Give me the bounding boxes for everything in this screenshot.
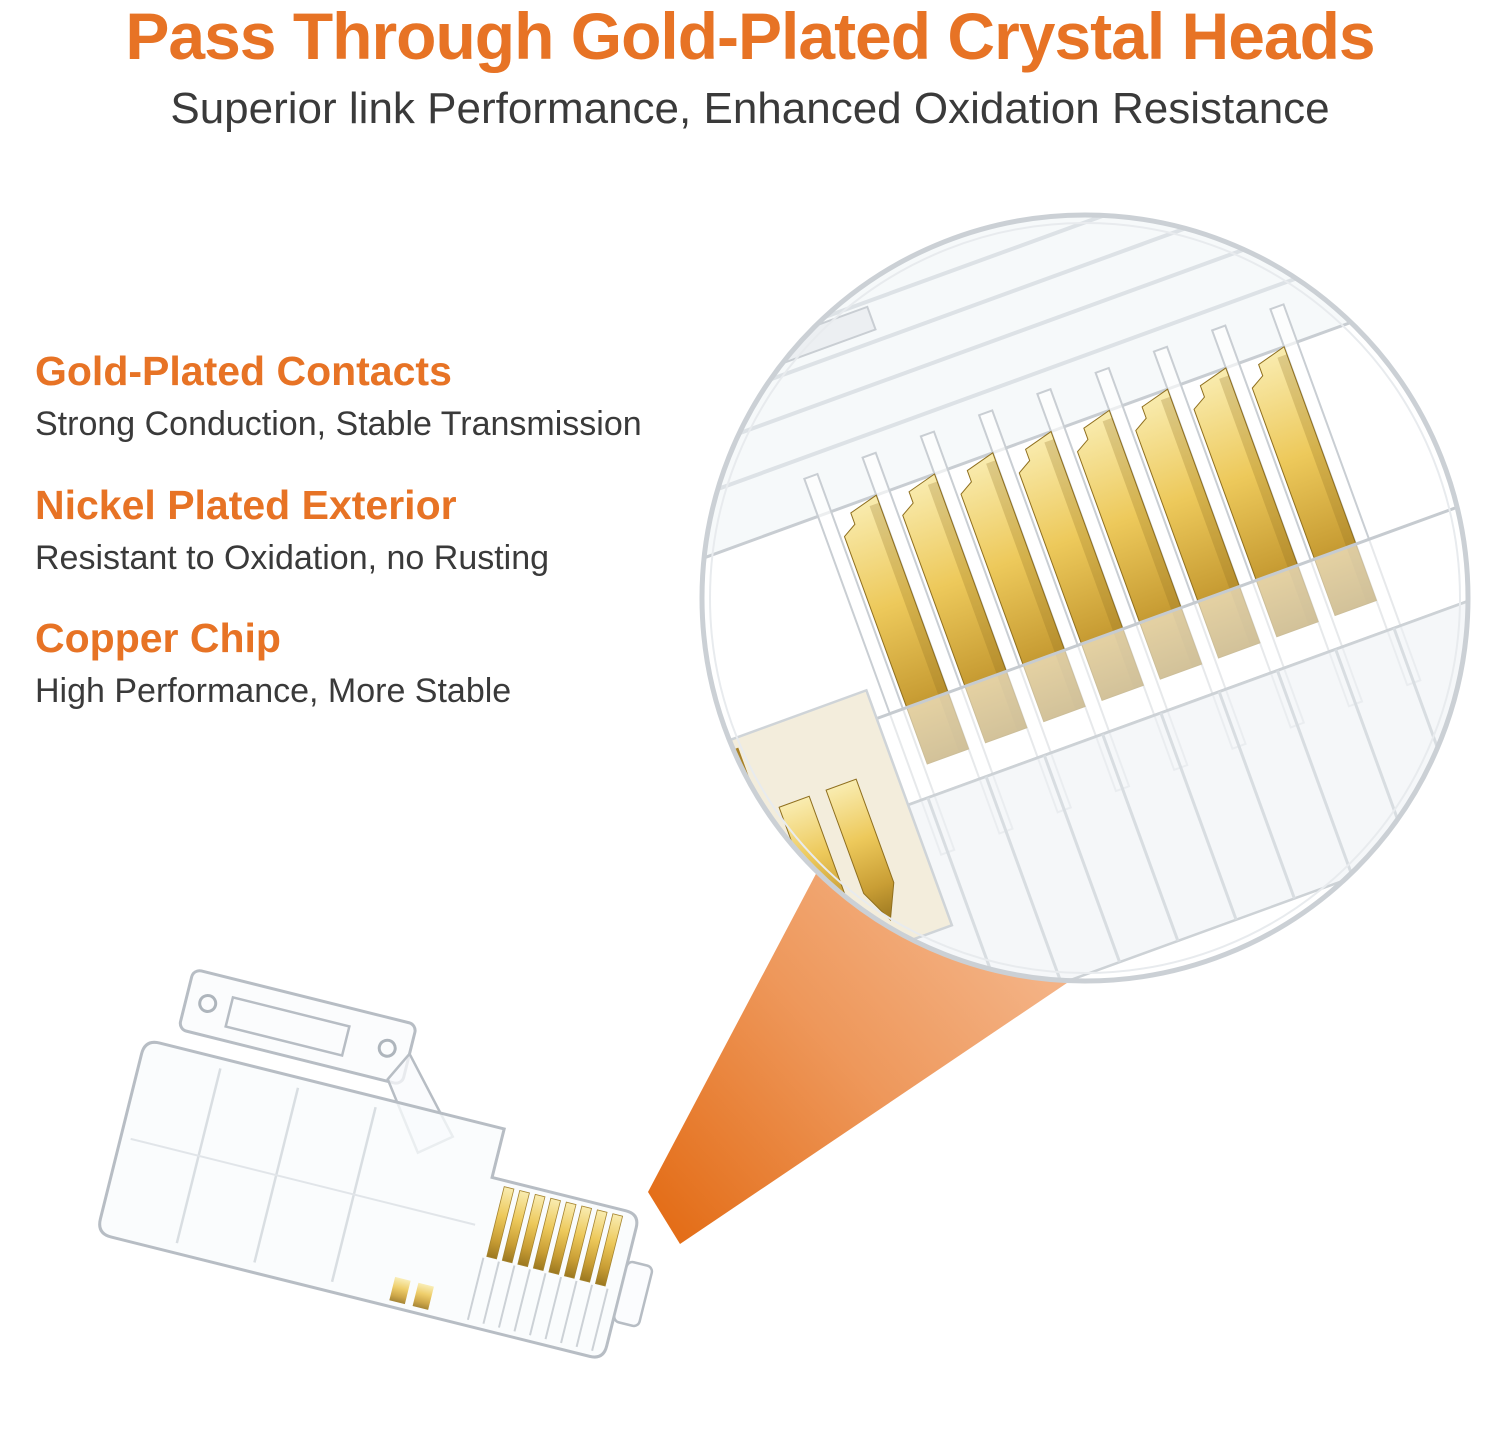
page-subtitle: Superior link Performance, Enhanced Oxid… — [170, 84, 1330, 134]
header: Pass Through Gold-Plated Crystal Heads S… — [0, 0, 1500, 134]
feature-list: Gold-Plated Contacts Strong Conduction, … — [35, 348, 735, 749]
connector-copper-chip — [412, 1282, 434, 1310]
connector-gold-pins — [486, 1186, 624, 1287]
feature-heading: Nickel Plated Exterior — [35, 481, 457, 528]
feature-copper-chip: Copper Chip High Performance, More Stabl… — [35, 615, 735, 713]
magnified-gold-contacts — [843, 345, 1378, 765]
feature-description: Strong Conduction, Stable Transmission — [35, 405, 642, 444]
connector-mold-mark — [377, 1038, 397, 1058]
magnifier-circle — [699, 212, 1471, 984]
feature-heading: Gold-Plated Contacts — [35, 348, 452, 394]
connector-nose-tip — [612, 1260, 654, 1328]
connector-mold-mark — [198, 993, 218, 1013]
connector-body — [98, 1040, 639, 1359]
connector-latch-hole — [224, 995, 351, 1058]
connector-illustration — [98, 969, 654, 1359]
magnified-plastic-top — [702, 215, 1458, 595]
feature-gold-plated-contacts: Gold-Plated Contacts Strong Conduction, … — [35, 348, 735, 446]
connector-ribs — [466, 1257, 609, 1352]
magnifier-rim — [699, 212, 1471, 984]
feature-nickel-plated-exterior: Nickel Plated Exterior Resistant to Oxid… — [35, 482, 735, 580]
feature-description: Resistant to Oxidation, no Rusting — [35, 538, 550, 577]
feature-description: High Performance, More Stable — [35, 672, 512, 711]
magnified-bottom-ribs — [926, 627, 1468, 981]
feature-heading: Copper Chip — [35, 615, 281, 662]
connector-copper-chip — [389, 1276, 411, 1305]
page-title: Pass Through Gold-Plated Crystal Heads — [125, 0, 1375, 73]
